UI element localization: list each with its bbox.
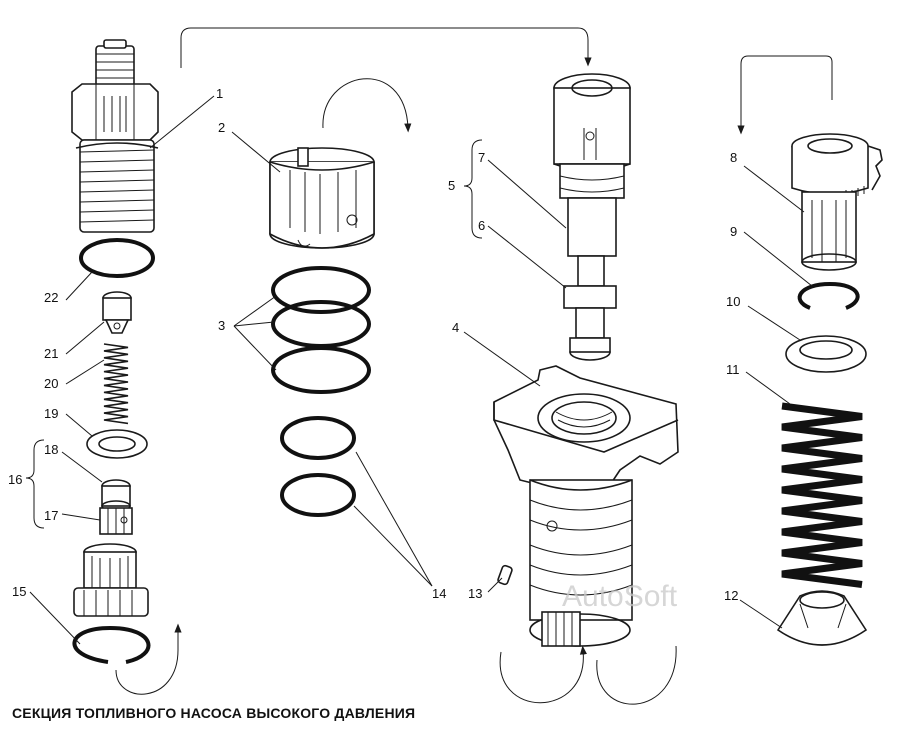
o-ring-22	[79, 238, 155, 278]
callout-14: 14	[432, 586, 446, 601]
snap-ring-9	[797, 281, 860, 310]
plunger-barrel-7	[553, 73, 631, 257]
callout-8: 8	[730, 150, 737, 165]
callout-16: 16	[8, 472, 22, 487]
callout-7: 7	[478, 150, 485, 165]
o-ring-3b	[271, 300, 371, 348]
callout-18: 18	[44, 442, 58, 457]
delivery-valve-18	[101, 479, 131, 512]
callout-5: 5	[448, 178, 455, 193]
o-ring-14a	[280, 416, 356, 460]
callout-11: 11	[726, 362, 740, 377]
callout-21: 21	[44, 346, 58, 361]
arrow-assembly-15	[115, 623, 182, 695]
callout-10: 10	[726, 294, 740, 309]
callout-12: 12	[724, 588, 738, 603]
callout-2: 2	[218, 120, 225, 135]
bracket-16	[25, 439, 45, 529]
callout-15: 15	[12, 584, 26, 599]
spring-stop-21	[102, 291, 132, 334]
pin-13	[497, 564, 513, 586]
nut-15-body	[73, 543, 149, 617]
leader-lines	[29, 95, 813, 645]
snap-ring-15	[72, 625, 151, 664]
bracket-5	[463, 139, 483, 239]
delivery-valve-holder	[71, 39, 159, 233]
arrow-sleeve-8	[737, 55, 833, 135]
callout-4: 4	[452, 320, 459, 335]
gasket-19	[86, 429, 148, 459]
callout-17: 17	[44, 508, 58, 523]
sleeve-2	[269, 147, 375, 249]
callout-6: 6	[478, 218, 485, 233]
spring-plate-12	[776, 590, 868, 646]
spring-11	[781, 402, 863, 588]
arrow-1-to-7	[180, 27, 592, 68]
assembly-arrows	[115, 27, 833, 705]
callout-13: 13	[468, 586, 482, 601]
callout-19: 19	[44, 406, 58, 421]
arrow-ring-2	[322, 78, 412, 133]
arrow-housing-left	[499, 645, 588, 704]
watermark: AutoSoft	[562, 580, 678, 613]
callout-20: 20	[44, 376, 58, 391]
callout-1: 1	[216, 86, 223, 101]
callout-3: 3	[218, 318, 225, 333]
callout-22: 22	[44, 290, 58, 305]
callout-labels: 1 2 3 4 5 6 7 8 9 10 11 12 13 14 15 16 1…	[8, 86, 740, 603]
diagram-caption: СЕКЦИЯ ТОПЛИВНОГО НАСОСА ВЫСОКОГО ДАВЛЕН…	[12, 705, 416, 721]
housing-4	[493, 365, 679, 647]
spring-20	[103, 343, 129, 425]
arrow-housing-right	[596, 645, 677, 705]
valve-seat-17	[99, 507, 133, 535]
plunger-6	[563, 255, 617, 361]
o-ring-3c	[271, 346, 371, 394]
control-sleeve-8	[791, 133, 883, 271]
callout-9: 9	[730, 224, 737, 239]
o-ring-14b	[280, 473, 356, 517]
o-ring-3a	[271, 266, 371, 314]
